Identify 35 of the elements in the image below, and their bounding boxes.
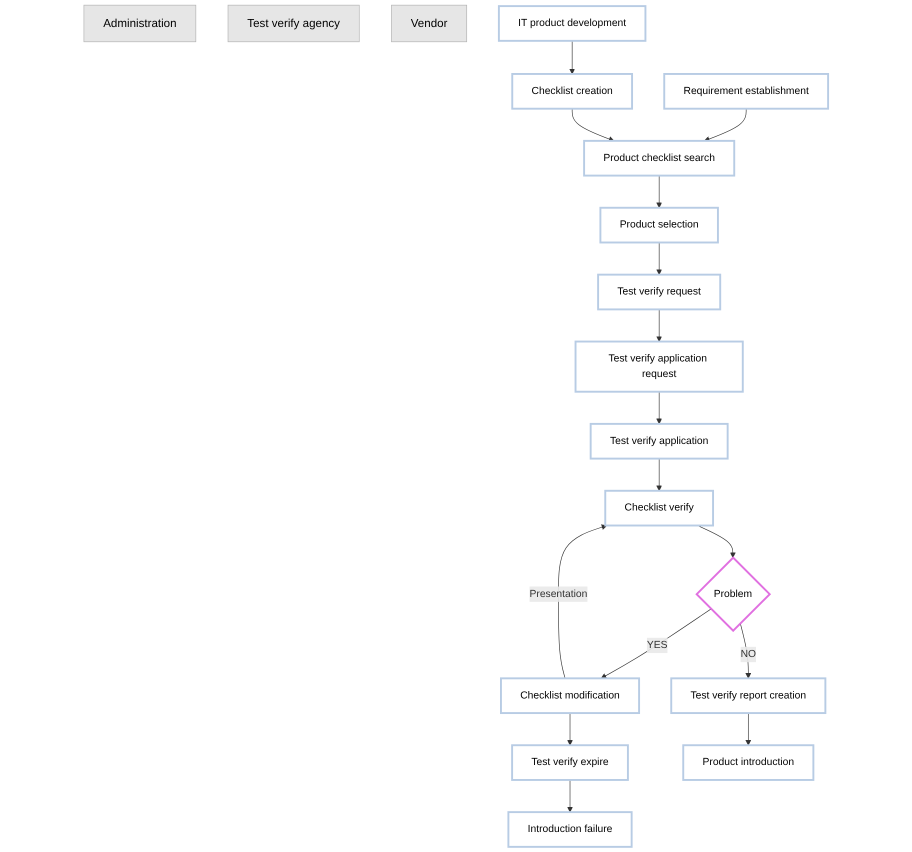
node-box: Test verify agency [228, 4, 360, 42]
node-box: Requirement establishment [663, 73, 830, 110]
arrow [745, 712, 752, 746]
arrow [656, 175, 662, 208]
arrow [558, 524, 608, 679]
edge-label: NO [740, 648, 756, 660]
node-box: Test verify expire [511, 744, 629, 781]
node-box: Test verify application request [574, 340, 744, 393]
node-box: Test verify request [597, 274, 722, 310]
arrow [704, 108, 746, 142]
node-box: IT product development [498, 5, 646, 42]
node-box: Checklist creation [511, 73, 634, 110]
edge-label: Presentation [530, 588, 588, 600]
node-box: Product selection [599, 206, 719, 244]
node-diamond: Problem [695, 556, 772, 632]
arrow [567, 712, 573, 746]
arrow [656, 458, 662, 492]
node-box: Test verify application [590, 422, 729, 460]
node-box: Administration [84, 4, 196, 42]
node-box: Vendor [391, 4, 468, 42]
arrow [656, 391, 662, 424]
arrow [656, 309, 662, 342]
arrow [569, 40, 575, 74]
node-box: Checklist modification [500, 677, 640, 714]
node-box: Product introduction [682, 744, 814, 781]
node-box: Test verify report creation [670, 677, 826, 714]
node-box: Product checklist search [583, 140, 736, 177]
arrow [600, 608, 712, 679]
arrow [697, 525, 736, 558]
node-box: Introduction failure [507, 811, 633, 848]
edge-label: YES [646, 640, 668, 651]
arrow [567, 780, 573, 812]
arrow [572, 108, 614, 142]
arrow [656, 242, 662, 275]
node-box: Checklist verify [604, 490, 714, 526]
